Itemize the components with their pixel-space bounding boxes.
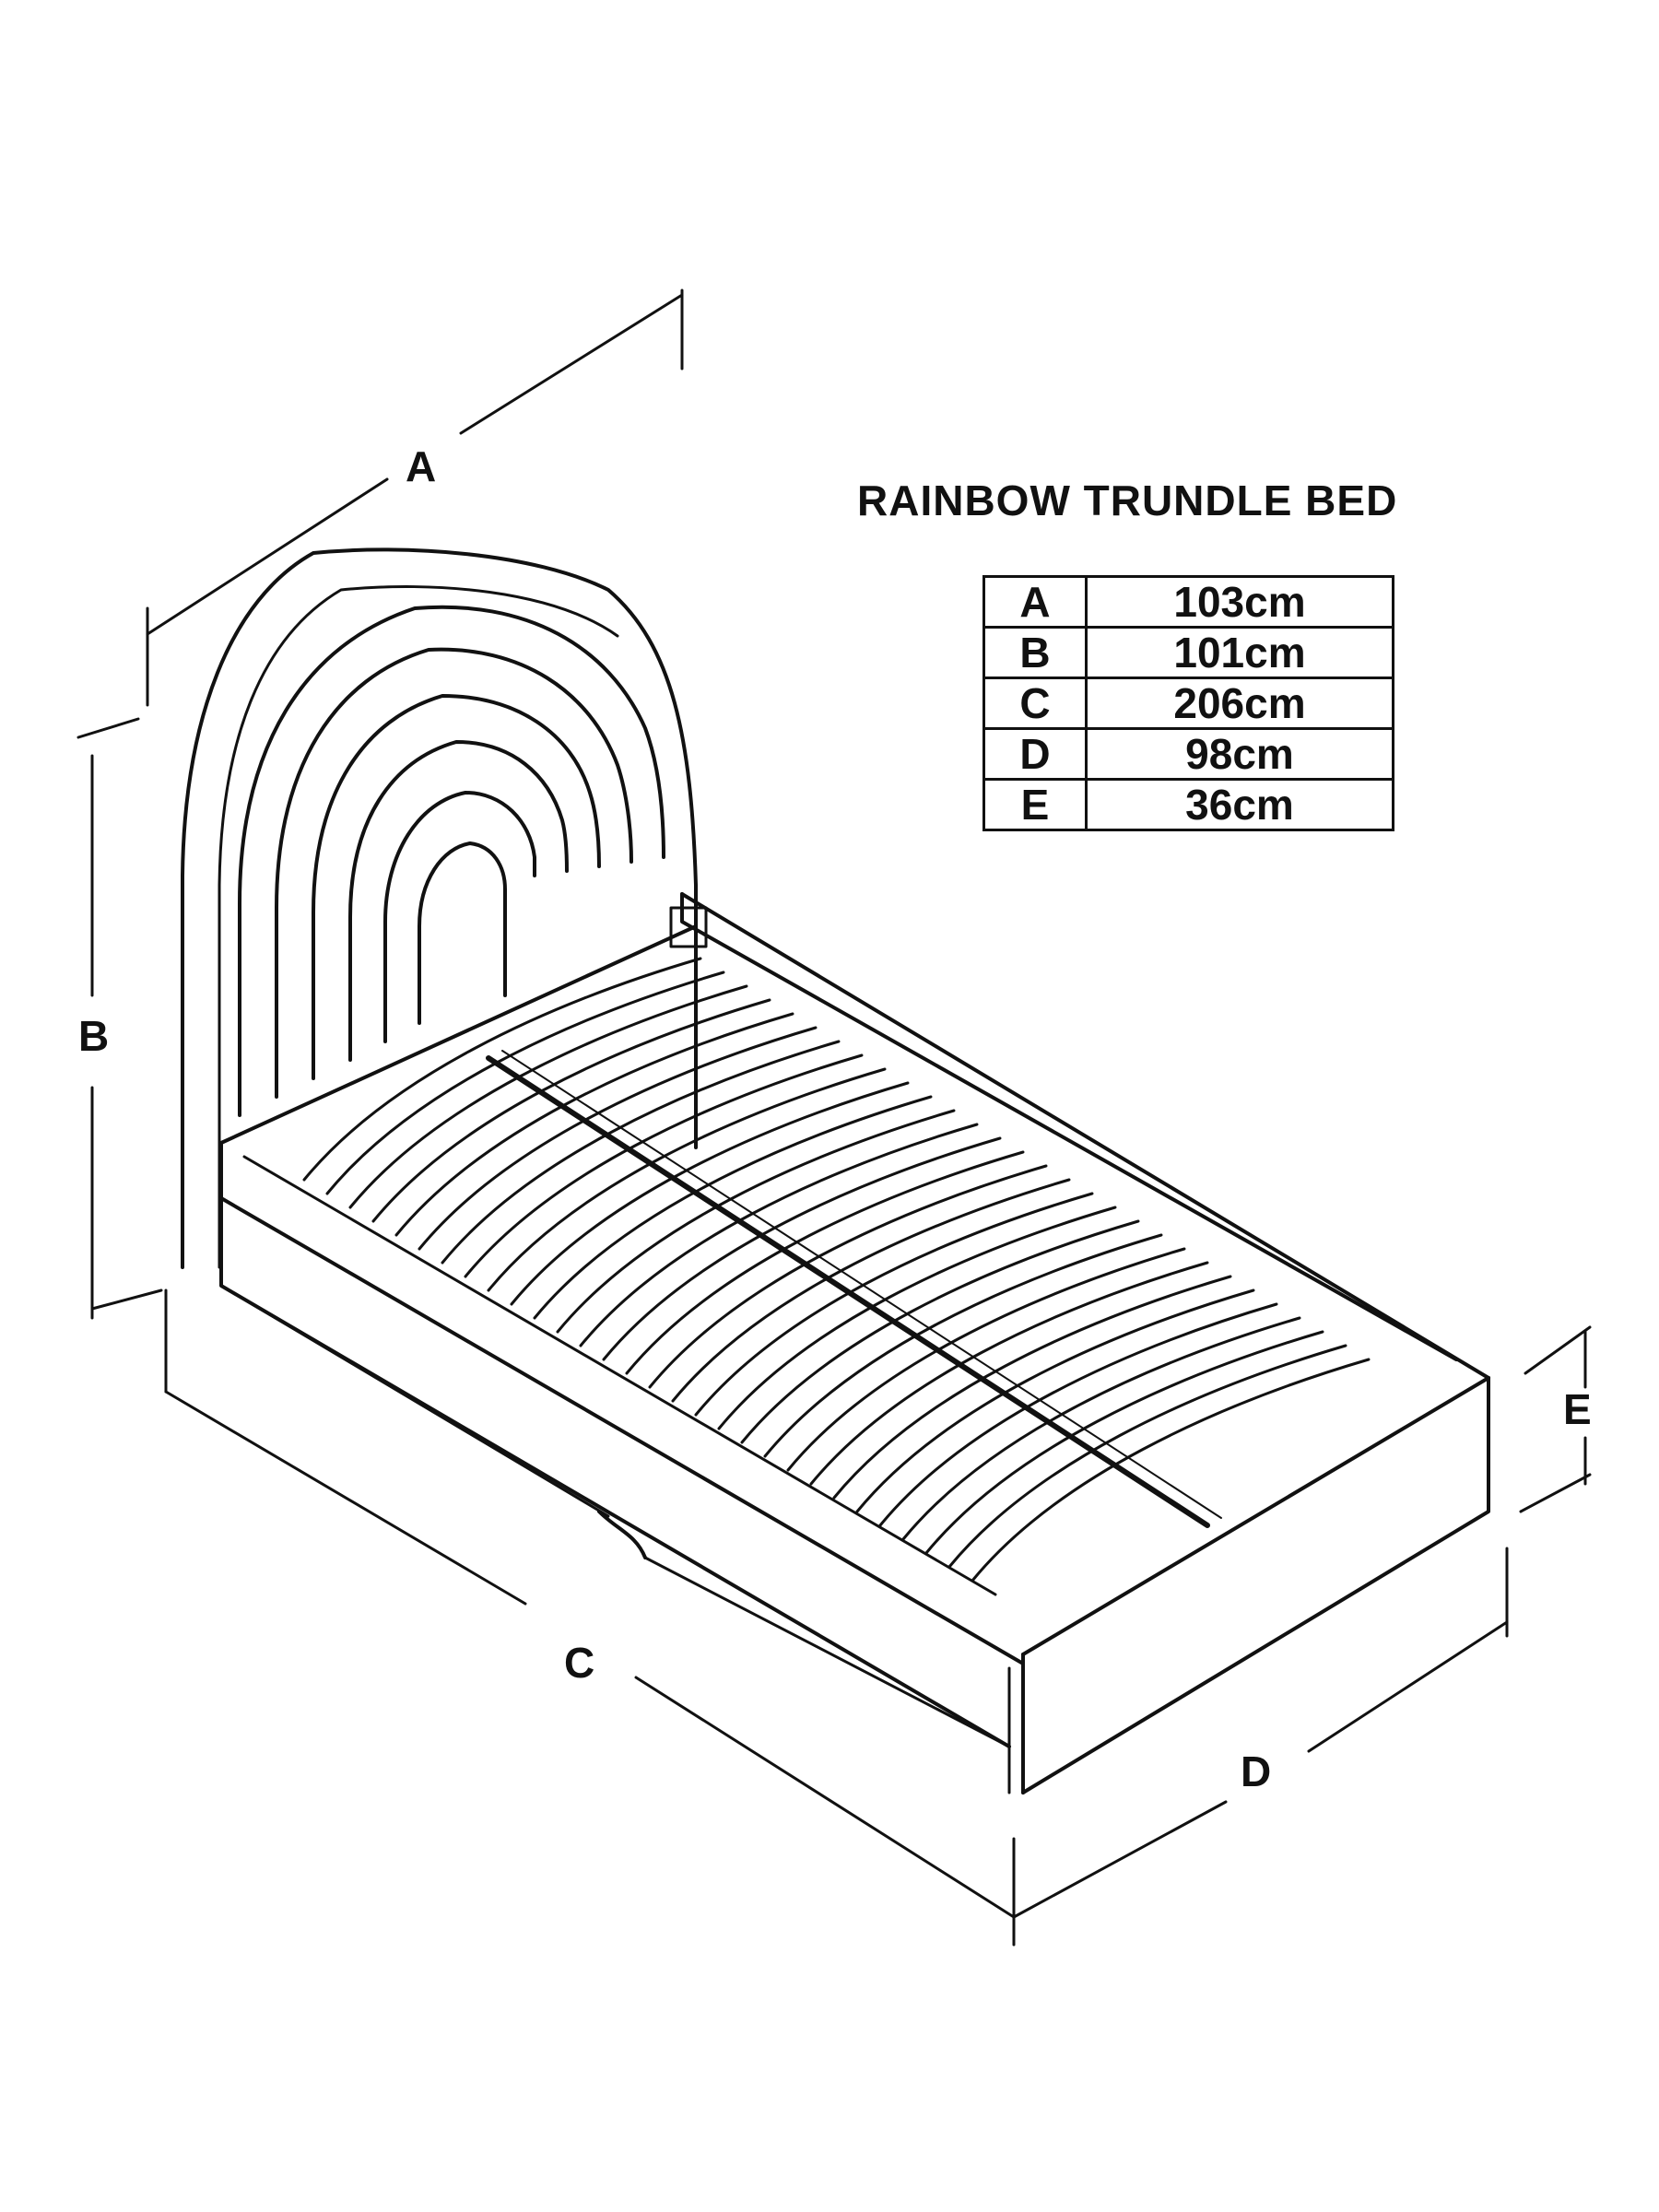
product-title: RAINBOW TRUNDLE BED bbox=[857, 477, 1398, 524]
dimension-lines bbox=[76, 288, 1592, 1947]
dimension-key: B bbox=[982, 626, 1088, 679]
table-row: A 103cm bbox=[982, 575, 1394, 629]
dimension-label-e: E bbox=[1563, 1385, 1592, 1433]
dimension-label-d: D bbox=[1241, 1747, 1271, 1795]
dimensions-table: A 103cm B 101cm C 206cm D 98cm E 36cm bbox=[982, 575, 1394, 831]
dimension-value: 206cm bbox=[1085, 677, 1394, 730]
rainbow-arches bbox=[238, 605, 665, 1117]
table-row: E 36cm bbox=[982, 778, 1394, 831]
table-row: B 101cm bbox=[982, 626, 1394, 679]
dimension-key: A bbox=[982, 575, 1088, 629]
dimension-key: E bbox=[982, 778, 1088, 831]
dimension-value: 101cm bbox=[1085, 626, 1394, 679]
dimension-labels: A B C D E bbox=[78, 442, 1592, 1795]
slats bbox=[302, 957, 1371, 1583]
dimension-key: C bbox=[982, 677, 1088, 730]
headboard bbox=[181, 547, 698, 1269]
dimension-value: 103cm bbox=[1085, 575, 1394, 629]
table-row: D 98cm bbox=[982, 727, 1394, 781]
dimension-value: 98cm bbox=[1085, 727, 1394, 781]
dimension-key: D bbox=[982, 727, 1088, 781]
dimension-value: 36cm bbox=[1085, 778, 1394, 831]
dimension-label-c: C bbox=[564, 1639, 594, 1687]
dimension-label-b: B bbox=[78, 1012, 109, 1060]
dimension-label-a: A bbox=[406, 442, 436, 490]
bed-frame bbox=[219, 892, 1490, 1794]
table-row: C 206cm bbox=[982, 677, 1394, 730]
